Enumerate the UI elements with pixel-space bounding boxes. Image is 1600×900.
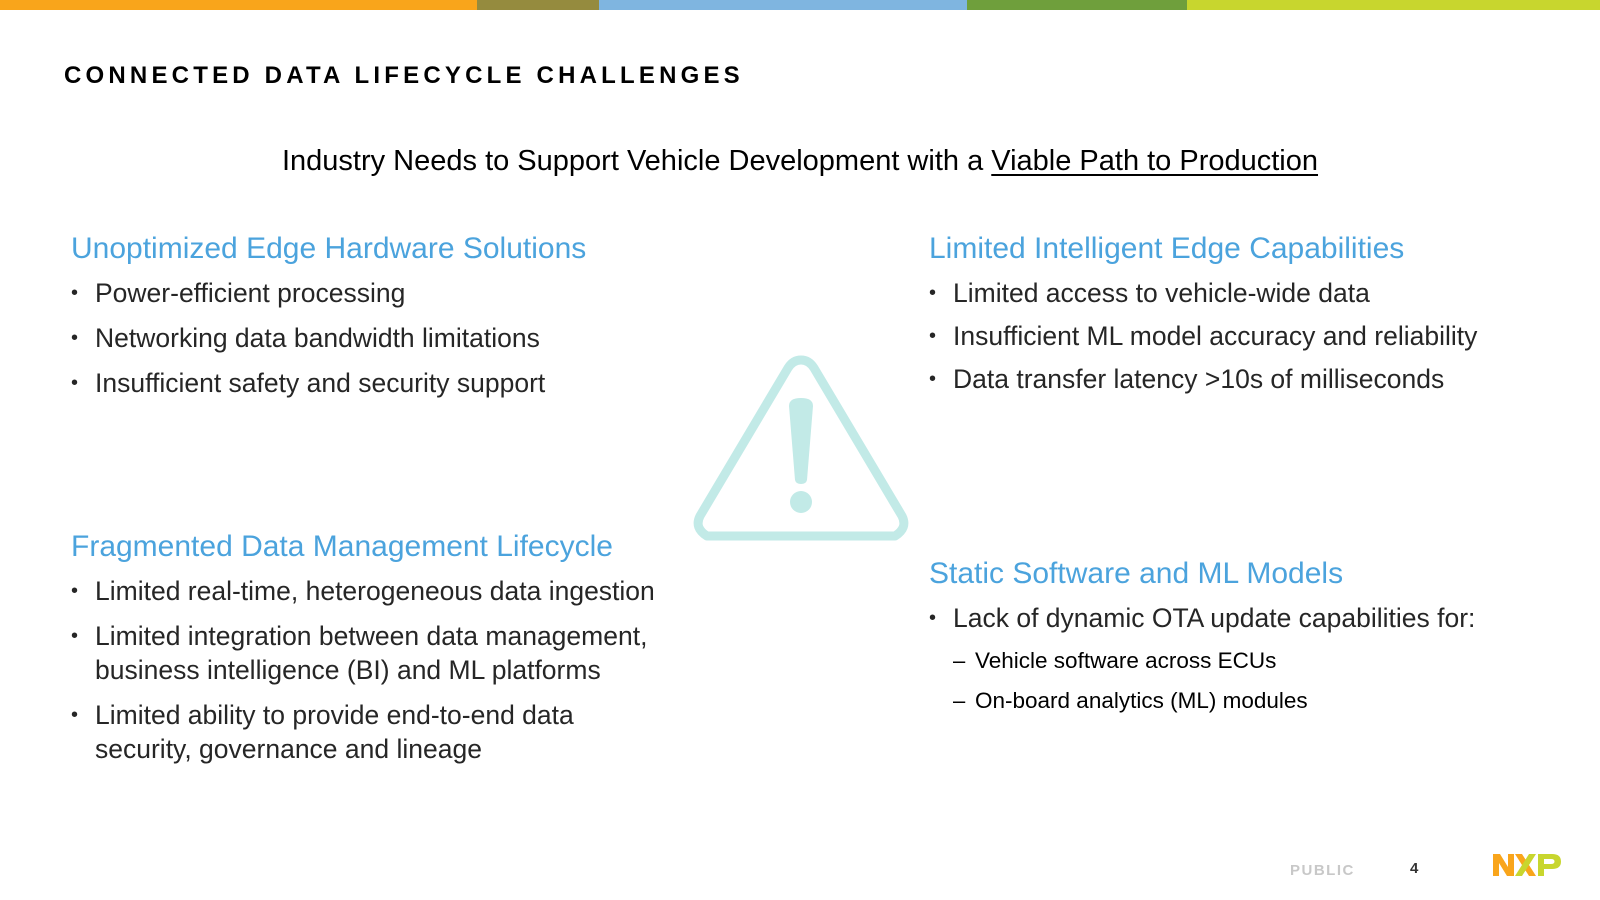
color-bar-segment-olive: [477, 0, 599, 10]
warning-triangle-outline: [693, 355, 909, 541]
bullet-icon: •: [929, 282, 937, 304]
bullet-icon: •: [929, 368, 937, 390]
sub-list-item-text: Vehicle software across ECUs: [975, 648, 1277, 673]
bullet-icon: •: [71, 580, 79, 602]
bullet-icon: •: [71, 704, 79, 726]
bullet-icon: •: [71, 625, 79, 647]
section-heading: Fragmented Data Management Lifecycle: [71, 530, 613, 563]
bullet-icon: •: [71, 327, 79, 349]
list-item-text: Limited integration between data managem…: [95, 621, 648, 685]
list-item-text: Networking data bandwidth limitations: [95, 323, 540, 353]
slide-title: CONNECTED DATA LIFECYCLE CHALLENGES: [64, 62, 744, 89]
bullet-list: • Lack of dynamic OTA update capabilities…: [929, 601, 1569, 716]
dash-icon: –: [953, 688, 966, 713]
section-intelligent-edge: Limited Intelligent Edge Capabilities • L…: [929, 232, 1569, 405]
list-item: • Networking data bandwidth limitations: [71, 321, 711, 355]
page-number: 4: [1410, 860, 1419, 877]
list-item: • Insufficient ML model accuracy and reli…: [929, 319, 1569, 353]
warning-exclamation-dot: [790, 491, 812, 513]
list-item-text: Limited real-time, heterogeneous data in…: [95, 576, 655, 606]
classification-label: PUBLIC: [1290, 862, 1355, 879]
section-static-software: Static Software and ML Models • Lack of d…: [929, 557, 1569, 726]
list-item-text: Limited access to vehicle-wide data: [953, 278, 1370, 308]
nxp-logo: [1493, 854, 1561, 876]
top-color-bar: [0, 0, 1600, 10]
subtitle-text: Industry Needs to Support Vehicle Develo…: [281, 145, 992, 177]
list-item: • Limited ability to provide end-to-end d…: [71, 698, 635, 766]
list-item: • Limited real-time, heterogeneous data i…: [71, 574, 731, 608]
logo-letter-n: [1493, 854, 1514, 876]
sub-list-item: –On-board analytics (ML) modules: [929, 686, 1569, 716]
bullet-list: • Power-efficient processing • Networking …: [71, 276, 711, 400]
list-item-text: Data transfer latency >10s of millisecon…: [953, 364, 1445, 394]
list-item: • Lack of dynamic OTA update capabilities…: [929, 601, 1569, 635]
list-item-text: Power-efficient processing: [95, 278, 406, 308]
logo-letter-p: [1538, 854, 1561, 876]
list-item: • Limited integration between data manage…: [71, 619, 695, 687]
section-edge-hardware: Unoptimized Edge Hardware Solutions • Pow…: [71, 232, 711, 411]
section-heading: Unoptimized Edge Hardware Solutions: [71, 232, 587, 265]
section-heading: Static Software and ML Models: [929, 557, 1344, 590]
section-heading: Limited Intelligent Edge Capabilities: [929, 232, 1405, 265]
color-bar-segment-orange: [0, 0, 477, 10]
logo-letter-x-right: [1515, 854, 1536, 876]
warning-triangle-icon: [693, 355, 909, 541]
bullet-icon: •: [929, 325, 937, 347]
bullet-list: • Limited access to vehicle-wide data • In…: [929, 276, 1569, 396]
list-item-text: Insufficient safety and security support: [95, 368, 546, 398]
bullet-icon: •: [71, 372, 79, 394]
bullet-list: • Limited real-time, heterogeneous data i…: [71, 574, 731, 766]
sub-list-item: –Vehicle software across ECUs: [929, 646, 1569, 676]
warning-exclamation-stem: [789, 398, 813, 484]
color-bar-segment-lime: [1187, 0, 1600, 10]
subtitle-link-text: Viable Path to Production: [991, 145, 1319, 177]
list-item: • Limited access to vehicle-wide data: [929, 276, 1569, 310]
list-item: • Data transfer latency >10s of milliseco…: [929, 362, 1569, 396]
list-item: • Insufficient safety and security suppor…: [71, 366, 711, 400]
list-item: • Power-efficient processing: [71, 276, 711, 310]
list-item-text: Lack of dynamic OTA update capabilities …: [953, 603, 1476, 633]
slide-subtitle: Industry Needs to Support Vehicle Develo…: [0, 145, 1600, 178]
list-item-text: Limited ability to provide end-to-end da…: [95, 700, 574, 764]
list-item-text: Insufficient ML model accuracy and relia…: [953, 321, 1478, 351]
bullet-icon: •: [71, 282, 79, 304]
section-data-management: Fragmented Data Management Lifecycle • Li…: [71, 530, 731, 777]
color-bar-segment-green: [967, 0, 1187, 10]
color-bar-segment-blue: [599, 0, 967, 10]
sub-list-item-text: On-board analytics (ML) modules: [975, 688, 1308, 713]
dash-icon: –: [953, 648, 966, 673]
bullet-icon: •: [929, 607, 937, 629]
